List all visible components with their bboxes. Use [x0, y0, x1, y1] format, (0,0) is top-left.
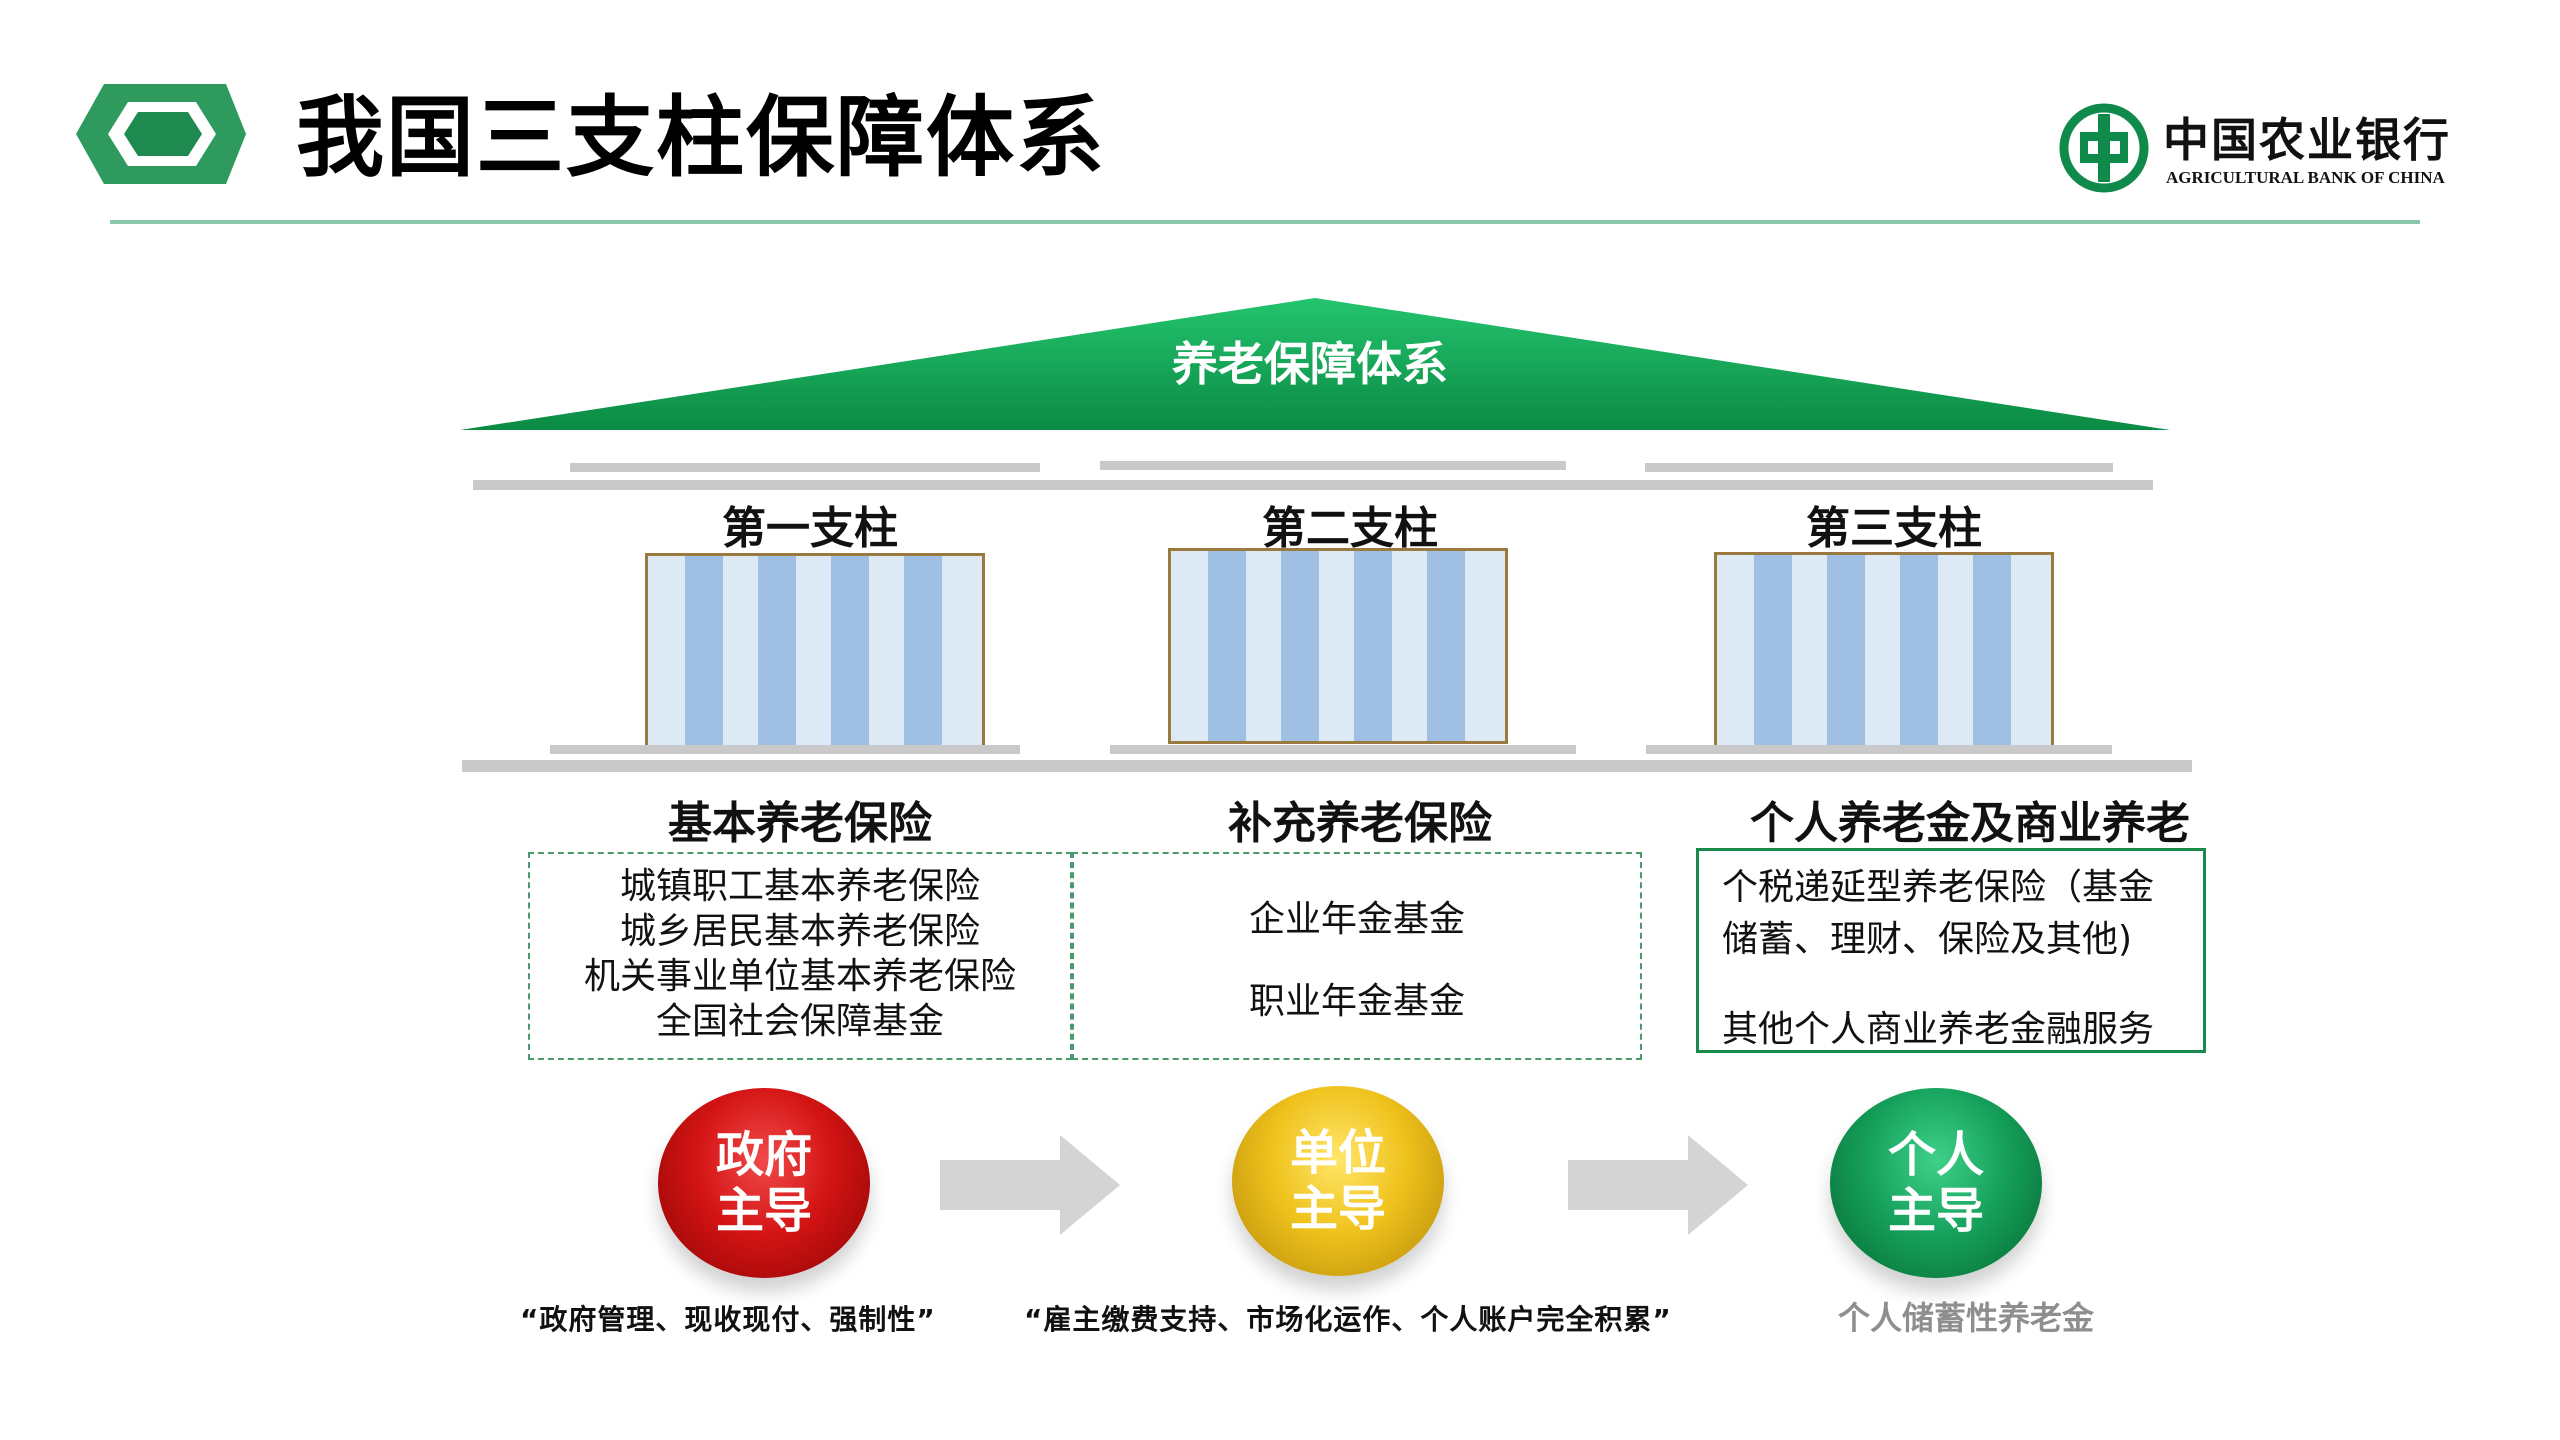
arrow-right-icon [1568, 1135, 1748, 1235]
pillar3-item-1: 个税递延型养老保险（基金 [1722, 867, 2155, 908]
pillar2-item-1: 企业年金基金 [1248, 899, 1465, 940]
category-box-3 [1696, 848, 2206, 1053]
roof-label: 养老保障体系 [1172, 337, 1448, 391]
note-pillar-2: “雇主缴费支持、市场化运作、个人账户完全积累” [1024, 1303, 1672, 1336]
category-title-2: 补充养老保险 [1228, 798, 1492, 849]
beam-top-3 [1645, 463, 2113, 472]
pillar2-item-2: 职业年金基金 [1248, 981, 1465, 1022]
pillar-title-1: 第一支柱 [722, 503, 898, 554]
driver-3-line-2: 主导 [1887, 1183, 1984, 1239]
hexagon-badge-icon [76, 84, 246, 184]
pillar3-item-2: 储蓄、理财、保险及其他) [1722, 919, 2133, 960]
pillar1-item-4: 全国社会保障基金 [655, 1001, 944, 1042]
page-title: 我国三支柱保障体系 [296, 86, 1107, 189]
beam-top-2 [1100, 461, 1566, 470]
roof-triangle [460, 298, 2170, 430]
bank-logo: 中国农业银行 AGRICULTURAL BANK OF CHINA [2058, 102, 2468, 202]
pillar-1 [645, 553, 985, 749]
pillar-title-2: 第二支柱 [1262, 503, 1438, 554]
arrow-right-icon [940, 1135, 1120, 1235]
driver-2-line-2: 主导 [1289, 1181, 1386, 1237]
note-pillar-3: 个人储蓄性养老金 [1838, 1299, 2095, 1337]
base-3 [1646, 745, 2112, 754]
beam-main-top [473, 480, 2153, 490]
pillar-title-3: 第三支柱 [1806, 503, 1982, 554]
category-title-3: 个人养老金及商业养老 [1750, 798, 2190, 849]
category-title-1: 基本养老保险 [668, 798, 932, 849]
pillar3-item-3: 其他个人商业养老金融服务 [1722, 1009, 2155, 1050]
logo-chinese-name: 中国农业银行 [2163, 113, 2451, 167]
driver-2-line-1: 单位 [1289, 1125, 1386, 1181]
pillar-3 [1714, 552, 2054, 748]
pillar1-item-1: 城镇职工基本养老保险 [619, 866, 980, 907]
category-box-2 [1072, 852, 1642, 1060]
individual-led-circle: 个人 主导 [1830, 1088, 2042, 1278]
beam-top-1 [570, 463, 1040, 472]
driver-3-line-1: 个人 [1887, 1127, 1984, 1183]
base-2 [1110, 745, 1576, 754]
pillar1-item-2: 城乡居民基本养老保险 [619, 911, 980, 952]
employer-led-circle: 单位 主导 [1232, 1086, 1444, 1276]
logo-english-name: AGRICULTURAL BANK OF CHINA [2166, 168, 2445, 187]
floor-main [462, 760, 2192, 772]
note-pillar-1: “政府管理、现收现付、强制性” [520, 1303, 936, 1336]
driver-1-line-1: 政府 [715, 1127, 812, 1183]
driver-1-line-2: 主导 [715, 1183, 812, 1239]
pillar1-item-3: 机关事业单位基本养老保险 [583, 956, 1016, 997]
header-divider [110, 220, 2420, 224]
base-1 [550, 745, 1020, 754]
category-box-1 [528, 852, 1072, 1060]
government-led-circle: 政府 主导 [658, 1088, 870, 1278]
pillar-2 [1168, 548, 1508, 744]
abc-logo-icon [2059, 103, 2149, 193]
